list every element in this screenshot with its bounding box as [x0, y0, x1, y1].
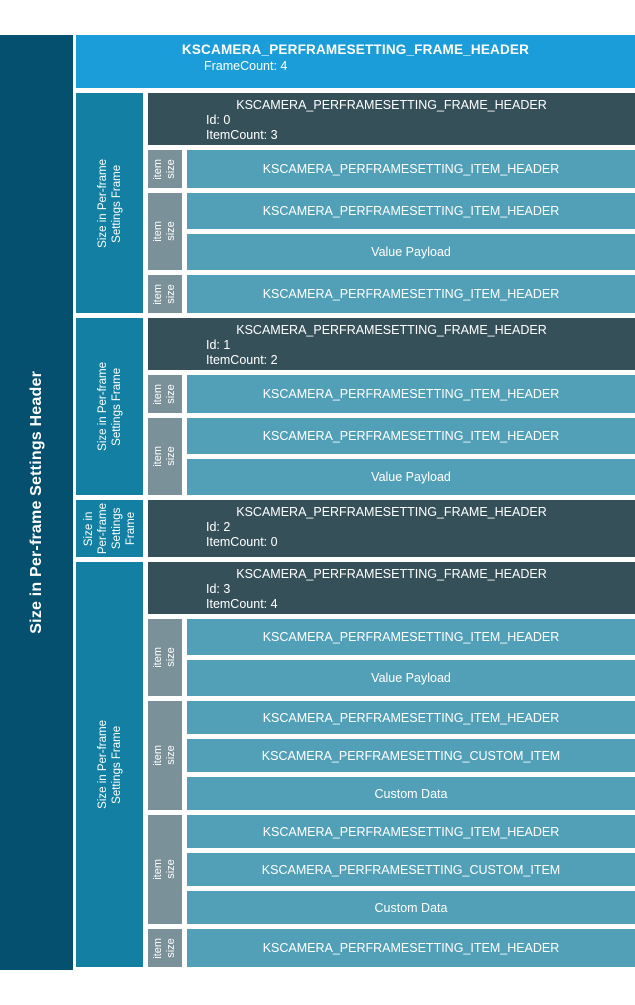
item-rows: KSCAMERA_PERFRAMESETTING_ITEM_HEADER: [187, 275, 635, 313]
size-in-frame-label: Size in Per-frame Settings Frame: [82, 502, 137, 555]
size-in-frame-label: Size in Per-frame Settings Frame: [96, 158, 123, 248]
item-group: item size KSCAMERA_PERFRAMESETTING_ITEM_H…: [148, 929, 635, 967]
item-size-label-box: item size: [148, 150, 182, 188]
item-row: KSCAMERA_PERFRAMESETTING_CUSTOM_ITEM: [187, 853, 635, 886]
frame-header-title: KSCAMERA_PERFRAMESETTING_FRAME_HEADER: [236, 98, 547, 112]
item-size-label: item size: [152, 859, 177, 880]
frame-header-itemcount: ItemCount: 4: [206, 597, 278, 611]
size-in-frame-column: Size in Per-frame Settings Frame: [76, 93, 143, 313]
frame-header-title: KSCAMERA_PERFRAMESETTING_FRAME_HEADER: [236, 323, 547, 337]
item-rows: KSCAMERA_PERFRAMESETTING_ITEM_HEADER Valu…: [187, 619, 635, 696]
size-in-frame-label: Size in Per-frame Settings Frame: [96, 720, 123, 809]
item-row: KSCAMERA_PERFRAMESETTING_ITEM_HEADER: [187, 929, 635, 967]
item-row: Value Payload: [187, 660, 635, 696]
frame-header-itemcount: ItemCount: 2: [206, 353, 278, 367]
item-row: Value Payload: [187, 234, 635, 270]
item-row: KSCAMERA_PERFRAMESETTING_ITEM_HEADER: [187, 701, 635, 734]
item-rows: KSCAMERA_PERFRAMESETTING_ITEM_HEADER KSCA…: [187, 815, 635, 924]
size-in-frame-column: Size in Per-frame Settings Frame: [76, 562, 143, 967]
item-row: KSCAMERA_PERFRAMESETTING_ITEM_HEADER: [187, 619, 635, 655]
top-header-framecount: FrameCount: 4: [204, 59, 288, 73]
item-size-label: item size: [152, 283, 177, 305]
item-group: item size KSCAMERA_PERFRAMESETTING_ITEM_H…: [148, 701, 635, 810]
per-frame-settings-header-banner: Size in Per-frame Settings Header: [0, 35, 73, 970]
size-in-frame-column: Size in Per-frame Settings Frame: [76, 318, 143, 495]
item-group: item size KSCAMERA_PERFRAMESETTING_ITEM_H…: [148, 619, 635, 696]
frame-header: KSCAMERA_PERFRAMESETTING_FRAME_HEADER Id:…: [148, 500, 635, 557]
item-row: KSCAMERA_PERFRAMESETTING_ITEM_HEADER: [187, 815, 635, 848]
item-group: item size KSCAMERA_PERFRAMESETTING_ITEM_H…: [148, 150, 635, 188]
frame-header-id: Id: 3: [206, 582, 231, 596]
item-size-label-box: item size: [148, 701, 182, 810]
item-size-label: item size: [152, 383, 177, 405]
item-row: KSCAMERA_PERFRAMESETTING_ITEM_HEADER: [187, 193, 635, 229]
item-size-label-box: item size: [148, 815, 182, 924]
item-size-label-box: item size: [148, 275, 182, 313]
frame-header-id: Id: 2: [206, 520, 231, 534]
item-rows: KSCAMERA_PERFRAMESETTING_ITEM_HEADER: [187, 375, 635, 413]
item-row: KSCAMERA_PERFRAMESETTING_CUSTOM_ITEM: [187, 739, 635, 772]
frame-body: KSCAMERA_PERFRAMESETTING_FRAME_HEADER Id:…: [148, 500, 635, 557]
item-group: item size KSCAMERA_PERFRAMESETTING_ITEM_H…: [148, 418, 635, 495]
item-row: Custom Data: [187, 891, 635, 924]
item-row: Value Payload: [187, 459, 635, 495]
item-group: item size KSCAMERA_PERFRAMESETTING_ITEM_H…: [148, 815, 635, 924]
item-group: item size KSCAMERA_PERFRAMESETTING_ITEM_H…: [148, 275, 635, 313]
frame-header-title: KSCAMERA_PERFRAMESETTING_FRAME_HEADER: [236, 567, 547, 581]
frame-header: KSCAMERA_PERFRAMESETTING_FRAME_HEADER Id:…: [148, 318, 635, 370]
item-size-label-box: item size: [148, 193, 182, 270]
size-in-frame-column: Size in Per-frame Settings Frame: [76, 500, 143, 557]
item-group: item size KSCAMERA_PERFRAMESETTING_ITEM_H…: [148, 375, 635, 413]
item-size-label: item size: [152, 937, 177, 959]
size-in-frame-label: Size in Per-frame Settings Frame: [96, 362, 123, 451]
frame-body: KSCAMERA_PERFRAMESETTING_FRAME_HEADER Id:…: [148, 562, 635, 967]
item-size-label-box: item size: [148, 929, 182, 967]
item-row: KSCAMERA_PERFRAMESETTING_ITEM_HEADER: [187, 150, 635, 188]
frame-header-id: Id: 1: [206, 338, 231, 352]
item-rows: KSCAMERA_PERFRAMESETTING_ITEM_HEADER: [187, 150, 635, 188]
item-rows: KSCAMERA_PERFRAMESETTING_ITEM_HEADER: [187, 929, 635, 967]
frame-header-itemcount: ItemCount: 3: [206, 128, 278, 142]
item-group: item size KSCAMERA_PERFRAMESETTING_ITEM_H…: [148, 193, 635, 270]
frame-header-title: KSCAMERA_PERFRAMESETTING_FRAME_HEADER: [236, 505, 547, 519]
frame-body: KSCAMERA_PERFRAMESETTING_FRAME_HEADER Id:…: [148, 93, 635, 313]
banner-label: Size in Per-frame Settings Header: [27, 371, 45, 634]
item-rows: KSCAMERA_PERFRAMESETTING_ITEM_HEADER KSCA…: [187, 701, 635, 810]
item-size-label-box: item size: [148, 418, 182, 495]
item-size-label: item size: [152, 647, 177, 668]
frame-stack: KSCAMERA_PERFRAMESETTING_FRAME_HEADER Fr…: [76, 35, 635, 970]
item-row: KSCAMERA_PERFRAMESETTING_ITEM_HEADER: [187, 418, 635, 454]
item-rows: KSCAMERA_PERFRAMESETTING_ITEM_HEADER Valu…: [187, 193, 635, 270]
item-size-label-box: item size: [148, 619, 182, 696]
item-size-label: item size: [152, 745, 177, 766]
item-rows: KSCAMERA_PERFRAMESETTING_ITEM_HEADER Valu…: [187, 418, 635, 495]
item-size-label: item size: [152, 221, 177, 242]
item-row: KSCAMERA_PERFRAMESETTING_ITEM_HEADER: [187, 275, 635, 313]
item-size-label-box: item size: [148, 375, 182, 413]
item-size-label: item size: [152, 158, 177, 180]
frame-header: KSCAMERA_PERFRAMESETTING_FRAME_HEADER Id:…: [148, 562, 635, 614]
item-row: Custom Data: [187, 777, 635, 810]
frame-body: KSCAMERA_PERFRAMESETTING_FRAME_HEADER Id:…: [148, 318, 635, 495]
top-header-title: KSCAMERA_PERFRAMESETTING_FRAME_HEADER: [181, 42, 530, 57]
frame-header-id: Id: 0: [206, 113, 231, 127]
item-size-label: item size: [152, 446, 177, 467]
item-row: KSCAMERA_PERFRAMESETTING_ITEM_HEADER: [187, 375, 635, 413]
frame-header-itemcount: ItemCount: 0: [206, 535, 278, 549]
frame-header: KSCAMERA_PERFRAMESETTING_FRAME_HEADER Id:…: [148, 93, 635, 145]
perframesetting-frame-header-top: KSCAMERA_PERFRAMESETTING_FRAME_HEADER Fr…: [76, 35, 635, 88]
